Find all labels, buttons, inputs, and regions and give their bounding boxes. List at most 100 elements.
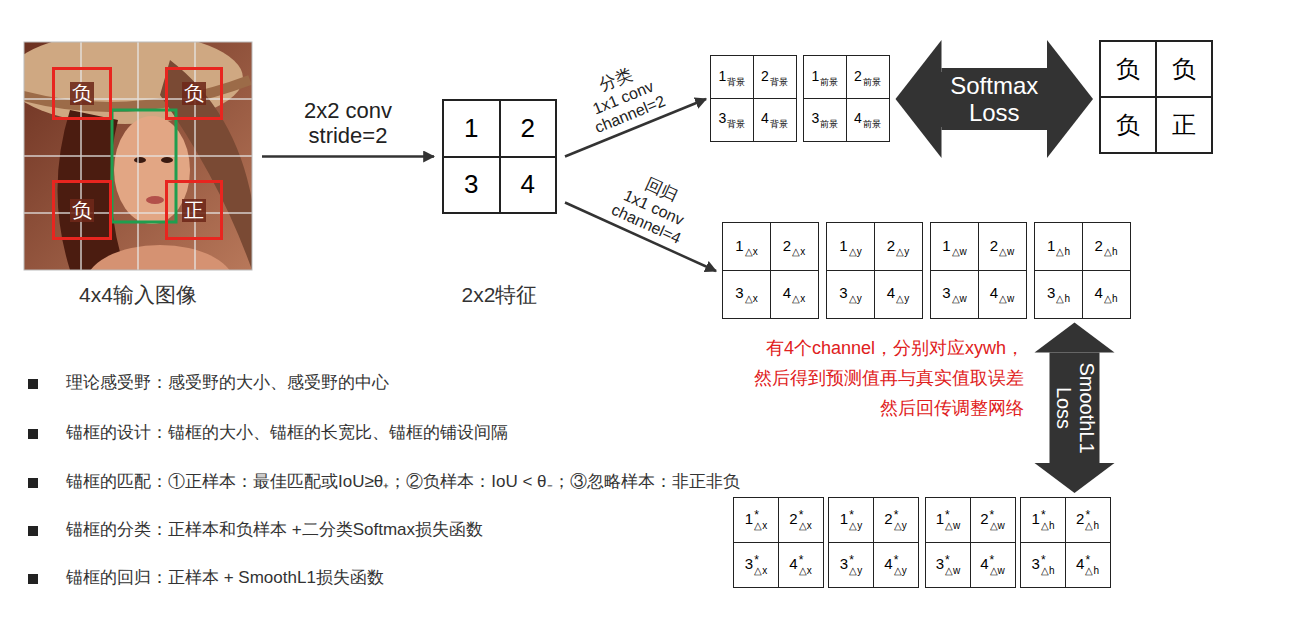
grid-cell: 2前景	[846, 55, 890, 99]
photo-border	[24, 42, 252, 270]
cell-subscript: △h	[1041, 566, 1055, 576]
cell-number: 3	[839, 284, 847, 301]
pixel-grid	[24, 42, 252, 270]
grid-cell: 4*△x	[778, 542, 824, 588]
cell-content: 4背景	[761, 109, 788, 130]
grid-cell: 4*△h	[1065, 542, 1111, 588]
arrow-shaft	[1050, 353, 1100, 464]
script-stack: *△w	[945, 509, 960, 531]
cell-content: 2*△w	[980, 509, 1005, 531]
grid-cell: 1*△y	[828, 497, 874, 543]
cell-content: 3△x	[735, 284, 757, 304]
cell-content: 3△h	[1047, 284, 1070, 304]
cell-number: 4	[1076, 555, 1084, 572]
grid-cell: 2背景	[753, 55, 797, 99]
cell-number: 1	[1047, 237, 1055, 254]
bullet-text: 锚框的回归：正样本 + SmoothL1损失函数	[66, 568, 384, 588]
cell-subscript: △y	[894, 566, 907, 576]
grid-cell: 2△y	[874, 222, 923, 271]
grid-cell: 负	[1099, 40, 1157, 98]
cell-superscript: *	[945, 509, 960, 521]
hat-band	[24, 80, 250, 107]
cell-number: 1	[464, 113, 478, 143]
cell-number: 3	[812, 110, 820, 126]
cell-number: 正	[1172, 111, 1196, 138]
cell-number: 1	[719, 68, 727, 84]
bullet-square	[28, 478, 38, 488]
grid-cell: 3△h	[1034, 270, 1083, 319]
cell-content: 2*△x	[789, 509, 811, 531]
anchor-box: 负	[165, 67, 223, 120]
cell-content: 3背景	[719, 109, 746, 130]
cell-subscript: △y	[894, 521, 907, 531]
cell-content: 3△w	[942, 284, 967, 304]
cell-subscript: △y	[896, 246, 909, 257]
annotation-note: 然后回传调整网络	[880, 398, 1024, 419]
cell-superscript: *	[799, 509, 812, 521]
cell-content: 负	[1116, 56, 1140, 82]
cell-number: 1	[840, 510, 848, 527]
cell-subscript: △w	[999, 246, 1014, 257]
cell-subscript: △x	[754, 566, 767, 576]
edge-label: Softmax Loss	[939, 72, 1049, 127]
cell-subscript: 前景	[820, 77, 838, 87]
label-holder: 有4个channel，分别对应xywh，	[766, 338, 1024, 359]
bullet-text: 锚框的设计：锚框的大小、锚框的长宽比、锚框的铺设间隔	[66, 423, 508, 443]
feature-map: 2x2特征1234	[442, 99, 557, 214]
cell-superscript: *	[894, 554, 907, 566]
edge-label-box: Softmax Loss	[939, 72, 1049, 127]
anchor-label: 负	[70, 199, 94, 222]
cell-subscript: 背景	[727, 119, 745, 129]
cell-content: 3前景	[812, 109, 839, 130]
script-stack: *△w	[945, 554, 960, 576]
grid-cell: 2△w	[978, 222, 1027, 271]
grid-cell: 3	[442, 156, 501, 215]
loss-arrow	[896, 40, 1094, 158]
cell-content: 2△y	[887, 237, 909, 257]
cell-number: 1	[745, 510, 753, 527]
cell-subscript: △x	[745, 246, 758, 257]
cell-number: 3	[840, 555, 848, 572]
cell-subscript: △h	[1041, 521, 1055, 531]
face-shape	[114, 116, 190, 224]
cell-number: 4	[854, 110, 862, 126]
cell-superscript: *	[1041, 554, 1055, 566]
cell-superscript: *	[894, 509, 907, 521]
grid-cell: 正	[1155, 96, 1213, 154]
grid-cell: 负	[1155, 40, 1213, 98]
cell-number: 1	[839, 237, 847, 254]
cell-number: 3	[1032, 555, 1040, 572]
grid-cell: 3△y	[826, 270, 875, 319]
arrow-line	[262, 155, 434, 158]
caption-holder: 2x2特征	[382, 281, 617, 309]
grid-cell: 3*△w	[925, 542, 971, 588]
script-stack: *△x	[754, 509, 767, 531]
cell-content: 1前景	[812, 67, 839, 88]
cell-number: 负	[1116, 55, 1140, 82]
cell-number: 4	[887, 284, 895, 301]
cell-number: 4	[1095, 284, 1103, 301]
cell-number: 2	[1076, 510, 1084, 527]
bullet-text: 锚框的匹配：①正样本：最佳匹配或IoU≥θ₊；②负样本：IoU < θ₋；③忽略…	[66, 472, 740, 492]
bullet-square	[28, 429, 38, 439]
cell-superscript: *	[945, 554, 960, 566]
lip-shape	[146, 196, 164, 204]
cell-subscript: 背景	[770, 119, 788, 129]
anchor-box: 负	[52, 67, 112, 120]
cell-subscript: △w	[945, 521, 960, 531]
grid-cell: 2△h	[1082, 222, 1131, 271]
cell-content: 4*△x	[789, 554, 811, 576]
cell-subscript: △h	[1104, 246, 1118, 257]
cell-number: 4	[990, 284, 998, 301]
anchor-box: 负	[52, 180, 112, 240]
input-image: 4x4输入图像负负负正	[24, 42, 252, 270]
cell-content: 负	[1172, 56, 1196, 82]
arrow-head	[1035, 323, 1115, 353]
cell-subscript: △h	[1104, 293, 1118, 304]
cell-subscript: 背景	[770, 77, 788, 87]
cell-content: 2*△y	[884, 509, 906, 531]
cell-number: 2	[783, 237, 791, 254]
label-holder: 然后回传调整网络	[880, 398, 1024, 419]
bullet-square	[28, 574, 38, 584]
